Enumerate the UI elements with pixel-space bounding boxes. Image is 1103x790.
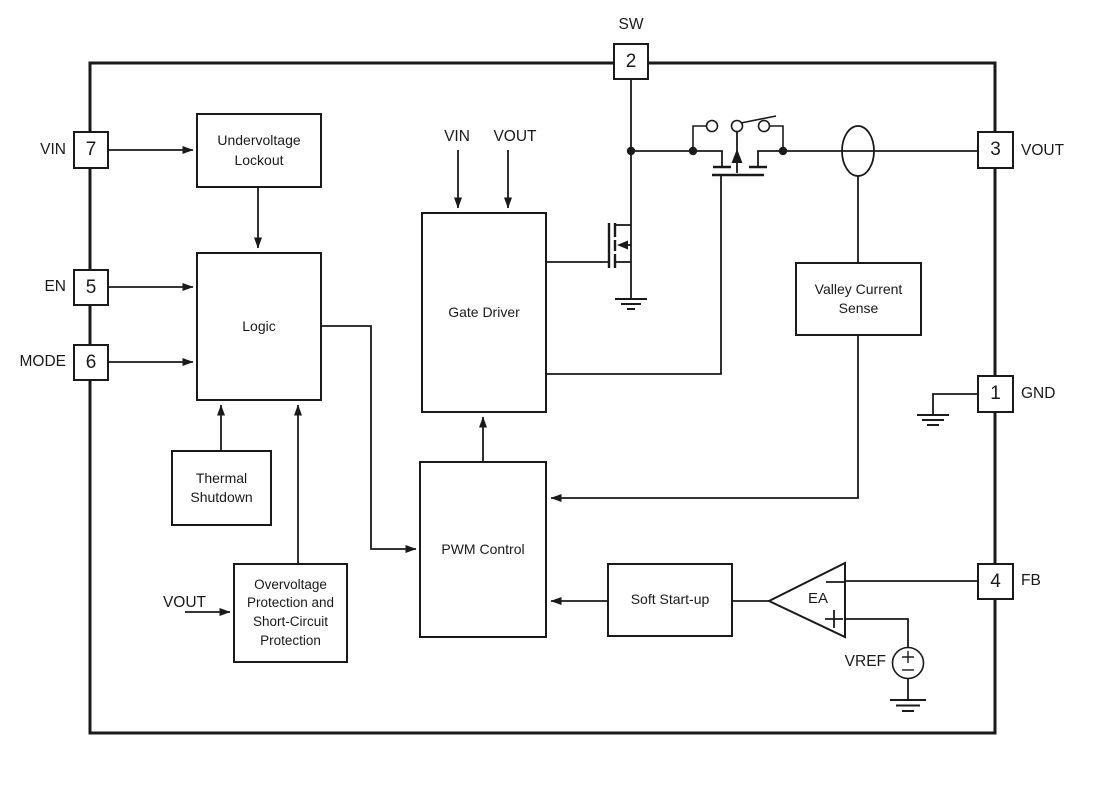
pmos-bulk-arrow-icon [731,131,743,173]
inductor-sense-ellipse-icon [841,125,875,177]
pin-number: 5 [85,276,97,298]
net-label-vref: VREF [844,653,886,670]
pin-box-2-sw: 2 [613,43,649,80]
nmos-ground-icon [615,298,647,310]
pin-box-3-vout: 3 [977,131,1014,169]
block-undervoltage-lockout: Undervoltage Lockout [196,113,322,188]
pin-number: 2 [625,50,637,72]
pin-label-en: EN [44,278,66,295]
pin-box-1-gnd: 1 [977,375,1014,413]
pin-label-gnd: GND [1021,385,1056,402]
pin-number: 6 [85,351,97,373]
block-thermal-shutdown: Thermal Shutdown [171,450,272,526]
pin-number: 3 [990,139,1001,160]
junction-dots [626,146,788,156]
pin-label-fb: FB [1021,572,1041,589]
nmos-transistor [607,223,631,268]
net-label-ovp-vout: VOUT [162,594,206,611]
block-pwm-control: PWM Control [419,461,547,638]
block-soft-startup: Soft Start-up [607,563,733,637]
block-gate-driver: Gate Driver [421,212,547,413]
net-label-gatedriver-vout: VOUT [493,128,537,145]
vref-ground-icon [890,699,926,712]
plain-wires [546,80,977,648]
gnd-pin-ground-icon [917,414,949,426]
error-amplifier-icon [766,561,846,639]
pin-number: 7 [85,139,97,160]
pin-box-7-vin: 7 [73,131,109,169]
net-label-ea: EA [807,590,828,607]
pmos-transistor [712,165,767,177]
pin-label-mode: MODE [19,353,67,370]
wire-valleysense-to-pwm [550,336,859,502]
signal-arrows [108,146,859,616]
pin-box-4-fb: 4 [977,563,1014,600]
pin-box-6-mode: 6 [73,344,109,381]
net-label-gatedriver-vin: VIN [444,128,470,145]
wire-pmos-drain-to-vout [757,150,977,167]
wire-sw-to-pmos-source [631,150,723,167]
pin-label-vin: VIN [40,141,66,158]
body-select-switch-icon [692,115,784,148]
pin-label-vout: VOUT [1021,142,1065,159]
block-overvoltage-protection: Overvoltage Protection and Short-Circuit… [233,563,348,663]
wire-gatedriver-to-pmos-gate [546,176,722,375]
pin-box-5-en: 5 [73,269,109,306]
block-logic: Logic [196,252,322,401]
wire-vref-to-ea [845,618,909,648]
wire-logic-to-pwm [321,325,417,553]
pin-number: 1 [990,383,1001,404]
block-valley-current-sense: Valley Current Sense [795,262,922,336]
ea-plus-input-icon [825,610,843,628]
vref-source-icon [891,646,925,699]
pin-label-sw: SW [618,16,644,33]
wire-gnd-pin-to-ground [932,393,977,414]
pin-number: 4 [990,570,1001,592]
